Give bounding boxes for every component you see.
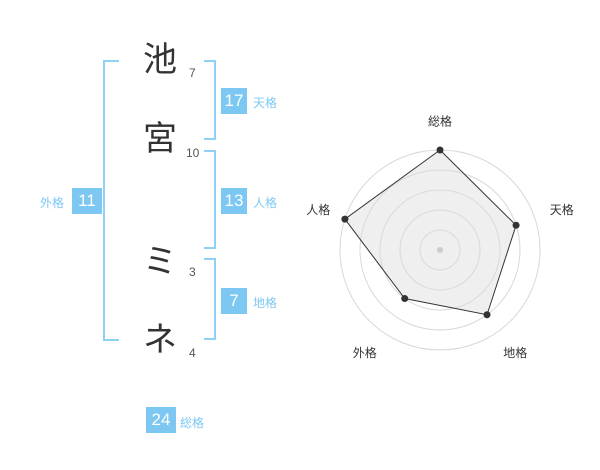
radar-point-2: [512, 221, 520, 229]
radar-point-5: [341, 215, 349, 223]
radar-ring-1: [419, 229, 461, 271]
stroke-count-2: 10: [186, 146, 200, 160]
name-char-4: ネ: [143, 320, 177, 360]
radar-axis-label-4: 外格: [353, 345, 377, 360]
gaikaku-badge: 11: [72, 188, 102, 214]
gaikaku-bracket: [103, 60, 119, 341]
name-char-1: 池: [143, 40, 177, 80]
jinkaku-label: 人格: [253, 196, 278, 210]
tenkaku-badge: 17: [221, 88, 247, 114]
stroke-count-1: 7: [189, 66, 196, 80]
chikaku-bracket: [204, 258, 216, 340]
radar-axis-label-2: 天格: [550, 202, 574, 217]
soukaku-label: 総格: [180, 416, 205, 430]
tenkaku-label: 天格: [253, 96, 278, 110]
soukaku-badge: 24: [146, 407, 176, 433]
radar-point-4: [401, 295, 409, 303]
radar-axis-label-1: 総格: [428, 114, 452, 129]
radar-axis-label-5: 人格: [306, 202, 330, 217]
radar-ring-3: [379, 189, 501, 311]
jinkaku-badge: 13: [221, 188, 247, 214]
radar-point-1: [436, 146, 444, 154]
tenkaku-bracket: [204, 60, 216, 140]
name-char-3: ミ: [143, 242, 177, 282]
radar-ring-2: [399, 209, 481, 291]
stroke-count-3: 3: [189, 265, 196, 279]
chikaku-label: 地格: [253, 296, 278, 310]
radar-point-3: [483, 311, 491, 319]
radar-center: [437, 247, 443, 253]
radar-polygon: [344, 149, 517, 316]
gaikaku-label: 外格: [40, 196, 65, 210]
jinkaku-bracket: [204, 150, 216, 249]
radar-axis-label-3: 地格: [503, 345, 527, 360]
radar-ring-4: [359, 169, 521, 331]
chikaku-badge: 7: [221, 288, 247, 314]
stroke-count-4: 4: [189, 346, 196, 360]
name-char-2: 宮: [143, 119, 177, 159]
